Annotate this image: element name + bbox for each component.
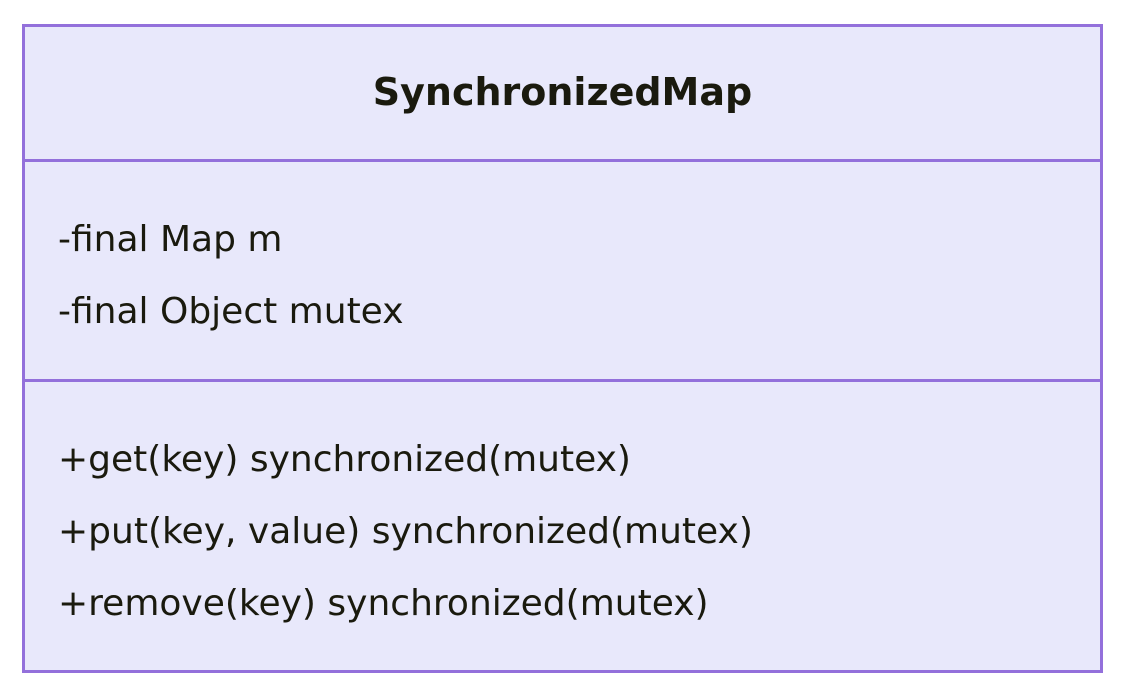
class-name-compartment: SynchronizedMap xyxy=(25,27,1100,162)
class-methods-compartment: +get(key) synchronized(mutex) +put(key, … xyxy=(25,382,1100,670)
class-attributes-compartment: -final Map m -final Object mutex xyxy=(25,162,1100,382)
attribute-row: -final Object mutex xyxy=(58,291,404,332)
method-row: +remove(key) synchronized(mutex) xyxy=(58,583,709,624)
uml-class-synchronizedmap[interactable]: SynchronizedMap -final Map m -final Obje… xyxy=(22,24,1103,673)
class-title: SynchronizedMap xyxy=(372,70,753,115)
method-row: +get(key) synchronized(mutex) xyxy=(58,439,631,480)
attribute-row: -final Map m xyxy=(58,219,283,260)
method-row: +put(key, value) synchronized(mutex) xyxy=(58,511,753,552)
